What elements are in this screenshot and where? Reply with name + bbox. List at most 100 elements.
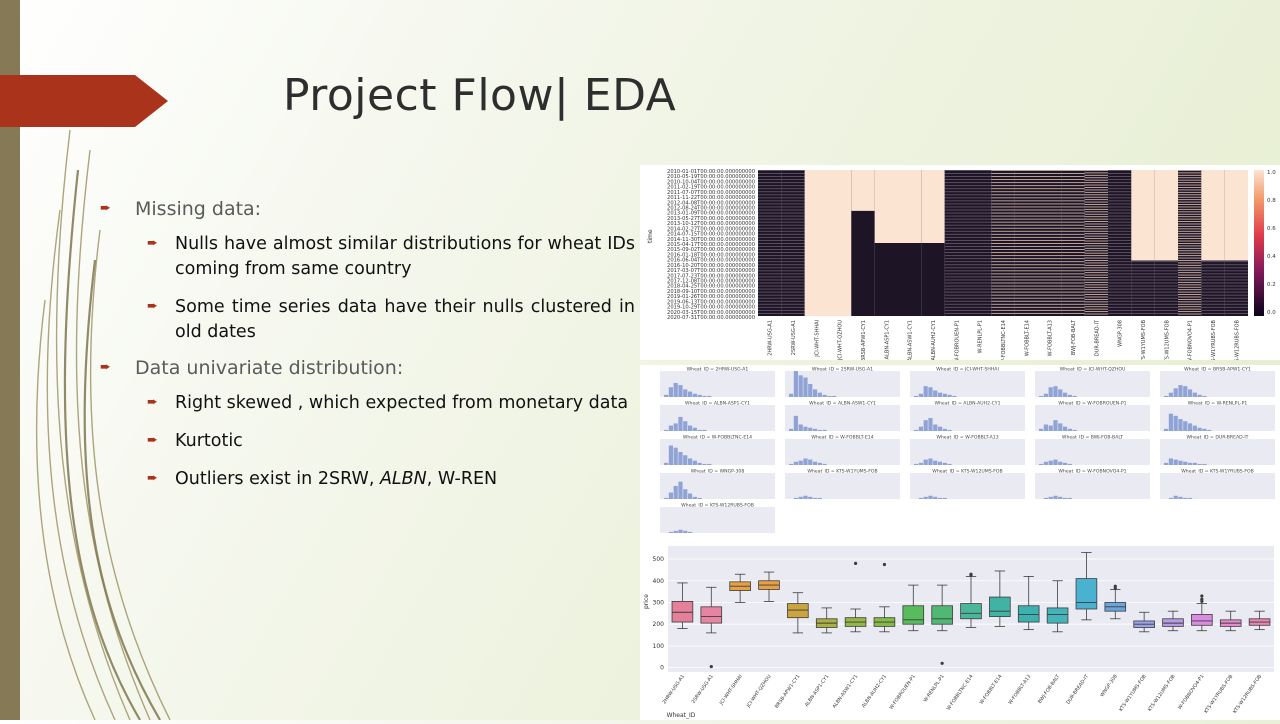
histogram-bar (923, 420, 928, 431)
histogram-axes (785, 405, 900, 431)
heatmap-stripe (1224, 312, 1248, 314)
heatmap-stripe (1108, 209, 1132, 211)
heatmap-stripe (1178, 201, 1202, 203)
heatmap-stripe (1014, 233, 1038, 235)
heatmap-time-label: 2020-07-31T00:00:00.000000000 (667, 315, 755, 321)
heatmap-stripe (944, 194, 968, 196)
heatmap-stripe (1038, 191, 1062, 193)
heatmap-stripe (944, 236, 968, 238)
heatmap-stripe (944, 191, 968, 193)
heatmap-stripe (968, 312, 992, 314)
heatmap-stripe (1061, 230, 1085, 232)
histogram-bar (942, 428, 947, 431)
histogram-bar (1192, 462, 1197, 465)
boxplot-outlier (1200, 594, 1204, 598)
boxplot-y-tick: 0 (660, 665, 664, 672)
heatmap-stripe (1154, 267, 1178, 269)
histogram-bar (678, 416, 683, 431)
histogram-title: Wheat_ID = KTS-W1YUMS-FOB (807, 469, 877, 475)
heatmap-stripe (1038, 230, 1062, 232)
heatmap-stripe (1178, 177, 1202, 179)
heatmap-stripe (1178, 196, 1202, 198)
heatmap-stripe (781, 191, 805, 193)
histogram-bar (803, 495, 808, 499)
bullet-item: ➨Outliers exist in 2SRW, ALBN, W-REN (147, 467, 635, 492)
colorbar (1254, 170, 1264, 316)
heatmap-stripe (1154, 288, 1178, 290)
heatmap-stripe (991, 285, 1015, 287)
heatmap-stripe (1178, 191, 1202, 193)
heatmap-stripe (1084, 225, 1108, 227)
heatmap-stripe (781, 236, 805, 238)
heatmap-stripe (991, 297, 1015, 299)
boxplot-box (700, 606, 723, 624)
histogram-bar (928, 495, 933, 499)
heatmap-stripe (968, 258, 992, 260)
heatmap-stripe (1201, 300, 1225, 302)
heatmap-time-label: 2016-10-20T00:00:00.000000000 (667, 263, 755, 269)
histogram-bar (692, 496, 697, 499)
histogram-bar (702, 463, 707, 465)
heatmap-stripe (1014, 212, 1038, 214)
heatmap-stripe (944, 261, 968, 263)
heatmap-stripe (781, 306, 805, 308)
boxplot-x-tick: WNGP-308 (1099, 674, 1119, 699)
heatmap-stripe (968, 212, 992, 214)
heatmap-stripe (1038, 312, 1062, 314)
heatmap-stripe (781, 258, 805, 260)
heatmap-stripe (1084, 269, 1108, 271)
heatmap-stripe (781, 243, 805, 244)
heatmap-stripe (991, 173, 1015, 174)
bullet-item: ➨Nulls have almost similar distributions… (147, 232, 635, 282)
heatmap-stripe (991, 294, 1015, 296)
bullet-item: ➨Missing data: (100, 198, 635, 220)
heatmap-stripe (1061, 221, 1085, 223)
heatmap-stripe (781, 239, 805, 241)
boxplot-x-label: Wheat_ID (667, 712, 696, 719)
heatmap-stripe (1014, 297, 1038, 299)
heatmap-stripe (758, 227, 782, 229)
heatmap-stripe (944, 276, 968, 278)
histogram-bar (678, 385, 683, 397)
histogram-bar (1183, 421, 1188, 431)
heatmap-stripe (991, 258, 1015, 260)
histogram-bar (942, 462, 947, 465)
histogram-axes (1035, 473, 1150, 499)
heatmap-stripe (1061, 236, 1085, 238)
heatmap-stripe (944, 303, 968, 305)
heatmap-stripe (1084, 264, 1108, 266)
heatmap-stripe (1178, 216, 1202, 218)
heatmap-stripe (1061, 294, 1085, 296)
histogram-bar (1164, 428, 1169, 431)
heatmap-time-label: 2019-10-29T00:00:00.000000000 (667, 305, 755, 311)
heatmap-stripe (1178, 206, 1202, 208)
heatmap-stripe (758, 297, 782, 299)
heatmap-stripe (1201, 282, 1225, 284)
histogram-bar (683, 530, 688, 533)
heatmap-stripe (1108, 255, 1132, 257)
histogram-bar (687, 391, 693, 397)
heatmap-stripe (781, 170, 805, 171)
heatmap-stripe (968, 261, 992, 263)
heatmap-stripe (944, 176, 968, 177)
histogram-bar (1192, 392, 1197, 397)
heatmap-stripe (781, 270, 805, 272)
histogram-bar (793, 461, 798, 465)
heatmap-stripe (781, 221, 805, 223)
heatmap-stripe (1108, 294, 1132, 296)
heatmap-stripe (1038, 182, 1062, 184)
heatmap-column-label: ALBN-ASW1-CY1 (908, 320, 914, 360)
heatmap-stripe (991, 273, 1015, 275)
histogram-bar (1067, 428, 1072, 431)
heatmap-stripe (1061, 197, 1085, 199)
bullet-item: ➨Data univariate distribution: (100, 357, 635, 379)
heatmap-stripe (1108, 252, 1132, 254)
bullet-text: Missing data: (135, 198, 262, 220)
heatmap-stripe (781, 185, 805, 187)
heatmap-time-label: 2016-01-18T00:00:00.000000000 (667, 252, 755, 258)
heatmap-stripe (1061, 258, 1085, 260)
heatmap-stripe (1154, 273, 1178, 275)
heatmap-stripe (781, 176, 805, 177)
heatmap-stripe (1084, 216, 1108, 218)
heatmap-stripe (758, 188, 782, 190)
